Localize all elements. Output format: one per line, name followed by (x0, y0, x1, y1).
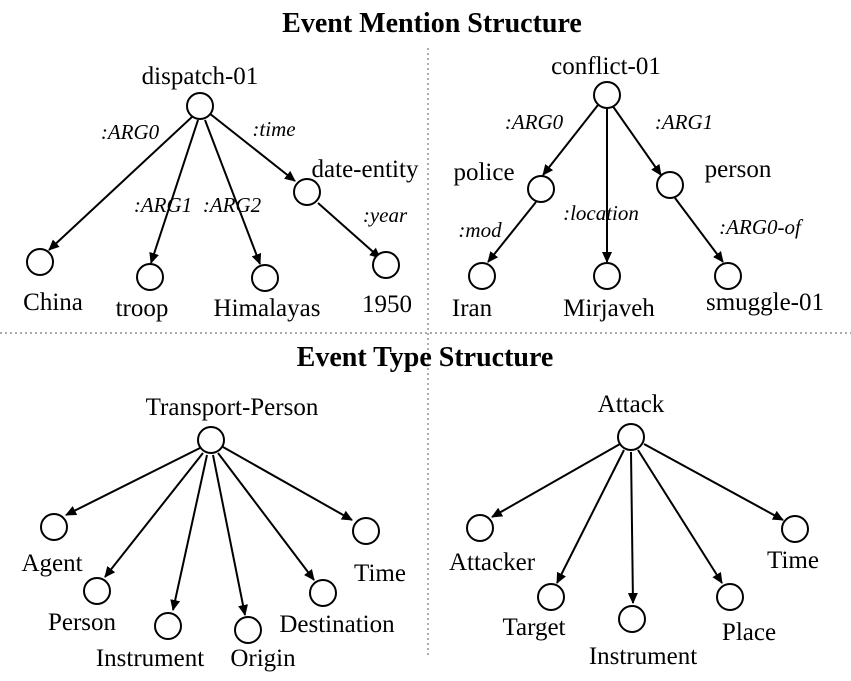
edge-label-location: :location (563, 201, 639, 225)
label-attack: Attack (598, 391, 665, 418)
edge-label-arg1: :ARG1 (134, 193, 192, 217)
label-agent: Agent (21, 550, 82, 577)
edge-label-arg0-of: :ARG0-of (719, 215, 804, 239)
node-attack-root (617, 423, 645, 451)
node-time (352, 517, 380, 545)
label-transport-person: Transport-Person (146, 394, 319, 421)
edge-label-time: :time (252, 117, 295, 141)
edge-tp-origin (212, 454, 248, 616)
node-person (83, 577, 111, 605)
label-place: Place (722, 619, 776, 646)
edge-attack-time (643, 443, 784, 521)
node-origin (234, 616, 262, 644)
label-origin: Origin (230, 645, 296, 672)
edge-attack-attacker (491, 443, 621, 518)
edge-tp-instrument (170, 454, 208, 611)
edge-police-iran (487, 201, 537, 263)
edge-dispatch-china (48, 115, 194, 251)
edge-dispatch-troop (149, 119, 199, 264)
label-instrument: Instrument (589, 643, 697, 670)
label-instrument: Instrument (96, 645, 204, 672)
label-conflict-01: conflict-01 (551, 53, 661, 80)
node-place (716, 583, 744, 611)
node-transport-root (197, 426, 225, 454)
edge-attack-instrument (627, 451, 638, 604)
edge-attack-place (637, 449, 723, 584)
edge-tp-time (222, 446, 353, 521)
label-destination: Destination (279, 611, 395, 638)
edge-person-smuggle (674, 197, 724, 263)
label-police: police (453, 159, 514, 186)
graph-transport-person: Transport-Person Agent Person Instrument… (21, 394, 406, 672)
label-target: Target (502, 614, 565, 641)
edge-label-arg1: :ARG1 (655, 110, 713, 134)
node-1950 (372, 251, 400, 279)
edge-dispatch-himalayas (204, 119, 262, 265)
label-troop: troop (116, 295, 169, 322)
node-instrument (154, 612, 182, 640)
label-mirjaveh: Mirjaveh (563, 295, 655, 322)
label-1950: 1950 (362, 291, 412, 318)
node-dispatch-root (186, 92, 214, 120)
node-mirjaveh (593, 262, 621, 290)
edge-attack-target (556, 449, 625, 584)
label-attacker: Attacker (449, 549, 536, 576)
edge-tp-destination (217, 452, 315, 581)
label-iran: Iran (452, 295, 493, 322)
node-iran (468, 262, 496, 290)
label-dispatch-01: dispatch-01 (142, 63, 259, 90)
edge-label-arg0: :ARG0 (505, 110, 564, 134)
edge-conflict-police (542, 104, 599, 176)
title-type: Event Type Structure (297, 342, 554, 373)
graph-attack: Attack Attacker Target Instrument Place … (449, 391, 819, 670)
label-time: Time (767, 547, 819, 574)
label-himalayas: Himalayas (214, 295, 321, 322)
edge-conflict-person (611, 104, 662, 176)
node-china (26, 248, 54, 276)
node-smuggle (714, 262, 742, 290)
node-troop (136, 263, 164, 291)
node-date-entity (293, 178, 321, 206)
label-person: Person (48, 609, 117, 636)
node-attacker (466, 514, 494, 542)
node-target (537, 583, 565, 611)
edge-tp-person (104, 452, 204, 578)
edge-dispatch-date (208, 112, 296, 182)
label-person: person (705, 156, 772, 183)
node-himalayas (251, 264, 279, 292)
node-conflict-root (593, 81, 621, 109)
edge-label-arg2: :ARG2 (203, 193, 262, 217)
node-destination (309, 579, 337, 607)
graph-conflict: conflict-01 police person Iran Mirjaveh … (452, 53, 824, 322)
label-date-entity: date-entity (312, 156, 419, 183)
edge-label-mod: :mod (458, 218, 502, 242)
node-instrument (618, 605, 646, 633)
label-china: China (23, 289, 83, 316)
edge-tp-agent (65, 447, 201, 516)
node-police (527, 175, 555, 203)
node-time (781, 515, 809, 543)
title-mention: Event Mention Structure (282, 8, 582, 39)
label-smuggle-01: smuggle-01 (706, 289, 824, 316)
node-agent (40, 513, 68, 541)
label-time: Time (354, 560, 406, 587)
edge-date-year (317, 202, 381, 259)
edge-label-arg0: :ARG0 (101, 120, 160, 144)
node-person (656, 171, 684, 199)
graph-dispatch: dispatch-01 China troop Himalayas date-e… (23, 63, 419, 322)
edge-label-year: :year (363, 203, 408, 227)
